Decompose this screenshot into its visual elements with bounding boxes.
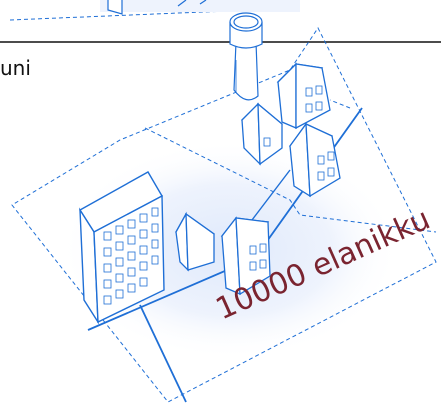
road-spur xyxy=(139,304,187,403)
small-house xyxy=(175,211,215,272)
district-subdivision xyxy=(144,127,437,233)
water-tower xyxy=(229,12,263,101)
district-subdivision-2 xyxy=(329,99,351,109)
top-road-partial xyxy=(177,0,207,7)
apartment-block xyxy=(79,171,165,325)
road-link xyxy=(251,169,291,221)
top-plate-fill xyxy=(100,0,300,12)
house-upper xyxy=(240,102,284,166)
house-center xyxy=(220,216,271,296)
district-outline xyxy=(11,27,437,403)
cut-off-text: uni xyxy=(0,56,31,80)
top-building-partial xyxy=(107,0,123,15)
house-right xyxy=(288,122,341,198)
house-upper-right xyxy=(276,62,331,130)
